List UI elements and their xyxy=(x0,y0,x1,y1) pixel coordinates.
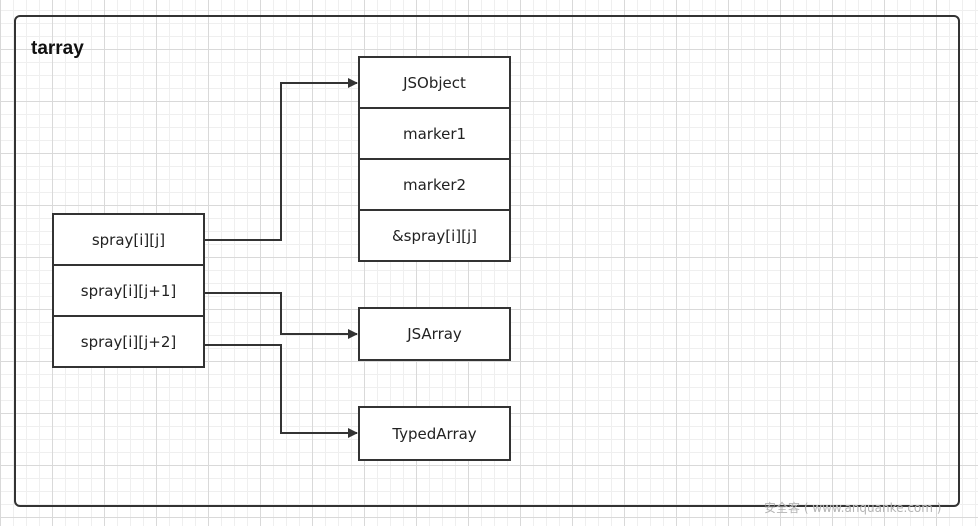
spray-pointer-cell: &spray[i][j] xyxy=(358,209,511,262)
spray-cell-j-plus-1: spray[i][j+1] xyxy=(52,264,205,317)
diagram-frame xyxy=(14,15,960,507)
spray-cell-j: spray[i][j] xyxy=(52,213,205,266)
spray-array-stack: spray[i][j] spray[i][j+1] spray[i][j+2] xyxy=(52,213,205,368)
typedarray-box: TypedArray xyxy=(358,406,511,461)
jsobject-cell: JSObject xyxy=(358,56,511,109)
arrow-to-jsobject xyxy=(204,78,358,241)
marker2-cell: marker2 xyxy=(358,158,511,211)
arrow-to-jsarray xyxy=(204,292,358,339)
arrow-to-typedarray xyxy=(204,344,358,438)
watermark-text: 安全客 ( www.anquanke.com ) xyxy=(764,501,942,515)
spray-cell-j-plus-2: spray[i][j+2] xyxy=(52,315,205,368)
diagram-title: tarray xyxy=(31,38,84,59)
jsarray-box: JSArray xyxy=(358,307,511,361)
jsobject-stack: JSObject marker1 marker2 &spray[i][j] xyxy=(358,56,511,262)
marker1-cell: marker1 xyxy=(358,107,511,160)
